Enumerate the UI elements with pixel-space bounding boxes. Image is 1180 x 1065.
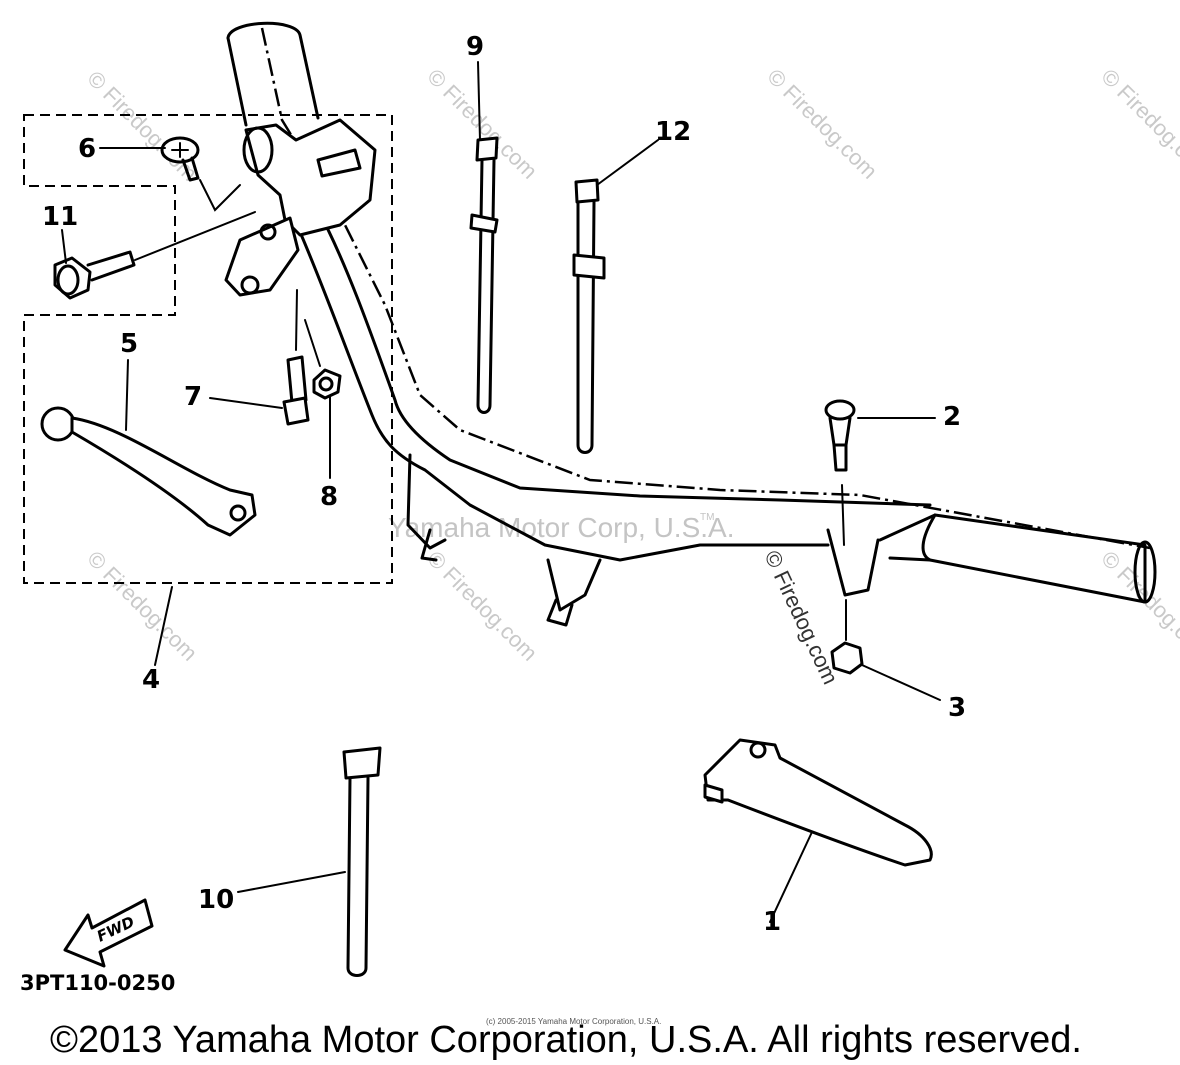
watermark: © Firedog.com (1096, 64, 1180, 184)
watermark: © Firedog.com (82, 546, 202, 666)
callout-6: 6 (78, 134, 96, 164)
leader-lines (61, 61, 941, 923)
callout-10: 10 (198, 885, 234, 915)
handlebar (226, 21, 1157, 627)
callout-1: 1 (763, 907, 781, 937)
part-lever-5 (40, 406, 257, 537)
small-copyright: (c) 2005-2015 Yamaha Motor Corporation, … (486, 1017, 661, 1026)
part-screw-6 (160, 136, 241, 212)
master-cylinder-housing (224, 118, 377, 297)
callout-2: 2 (943, 402, 961, 432)
callouts: 1 2 3 4 5 6 7 8 9 10 11 12 (42, 32, 966, 937)
part-strap-12 (572, 178, 606, 454)
callout-4: 4 (142, 665, 160, 695)
watermark: © Firedog.com (422, 546, 542, 666)
part-bolt-7 (282, 289, 310, 426)
part-strap-9 (469, 136, 499, 414)
center-watermark: Yamaha Motor Corp, U.S.A. (388, 512, 735, 543)
watermark: © Firedog.com (1096, 546, 1180, 666)
part-bolt-11 (53, 211, 256, 300)
callout-8: 8 (320, 482, 338, 512)
callout-5: 5 (120, 329, 138, 359)
callout-7: 7 (184, 382, 202, 412)
callout-11: 11 (42, 202, 78, 232)
part-code: 3PT110-0250 (20, 971, 175, 995)
callout-9: 9 (466, 32, 484, 62)
watermark-vertical: © Firedog.com (759, 547, 843, 689)
trademark-mark: TM (700, 512, 714, 523)
copyright-notice: ©2013 Yamaha Motor Corporation, U.S.A. A… (50, 1019, 1082, 1061)
handlebar-centerline (260, 27, 1151, 550)
lever-assembly-box (23, 114, 393, 584)
forward-arrow-icon: FWD (63, 898, 154, 968)
callout-3: 3 (948, 693, 966, 723)
watermark: © Firedog.com (762, 64, 882, 184)
callout-12: 12 (655, 117, 691, 147)
part-bolt-2 (824, 399, 856, 546)
part-lever-1 (703, 738, 933, 867)
part-strap-10 (342, 746, 382, 977)
part-nut-8 (304, 319, 342, 400)
